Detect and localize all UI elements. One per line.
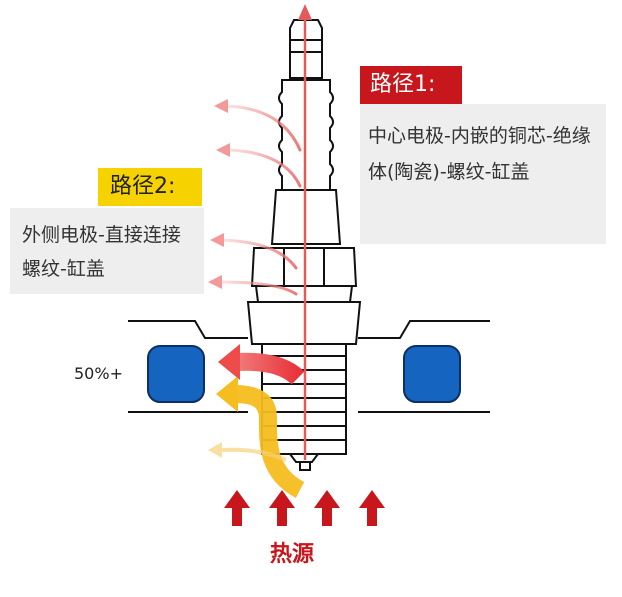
path2-faint-arrowhead [208,442,222,458]
path1-line [298,4,312,460]
path1-title: 路径1: [360,66,462,104]
spark-plug-icon [246,19,362,471]
path1-description: 中心电极-内嵌的铜芯-绝缘体(陶瓷)-螺纹-缸盖 [360,104,606,244]
path2-title: 路径2: [98,168,202,206]
cylinder-block-right-icon [403,345,461,403]
path2-yellow-arrow [233,385,305,498]
heat-dissipation-arrowheads [208,99,230,289]
path1-red-arrow [237,352,305,385]
cylinder-block-left-icon [147,345,205,403]
path2-faint-arrow [221,447,287,462]
path2-yellow-arrowhead [216,376,238,412]
path2-description: 外侧电极-直接连接螺纹-缸盖 [10,208,204,294]
heat-dissipation-arrows [218,104,302,296]
heat-source-label: 热源 [270,542,315,567]
path1-red-arrowhead [218,344,240,380]
heat-arrow-icon [224,490,385,526]
percentage-label: 50%+ [74,364,123,383]
cylinder-head-outline [128,320,490,413]
